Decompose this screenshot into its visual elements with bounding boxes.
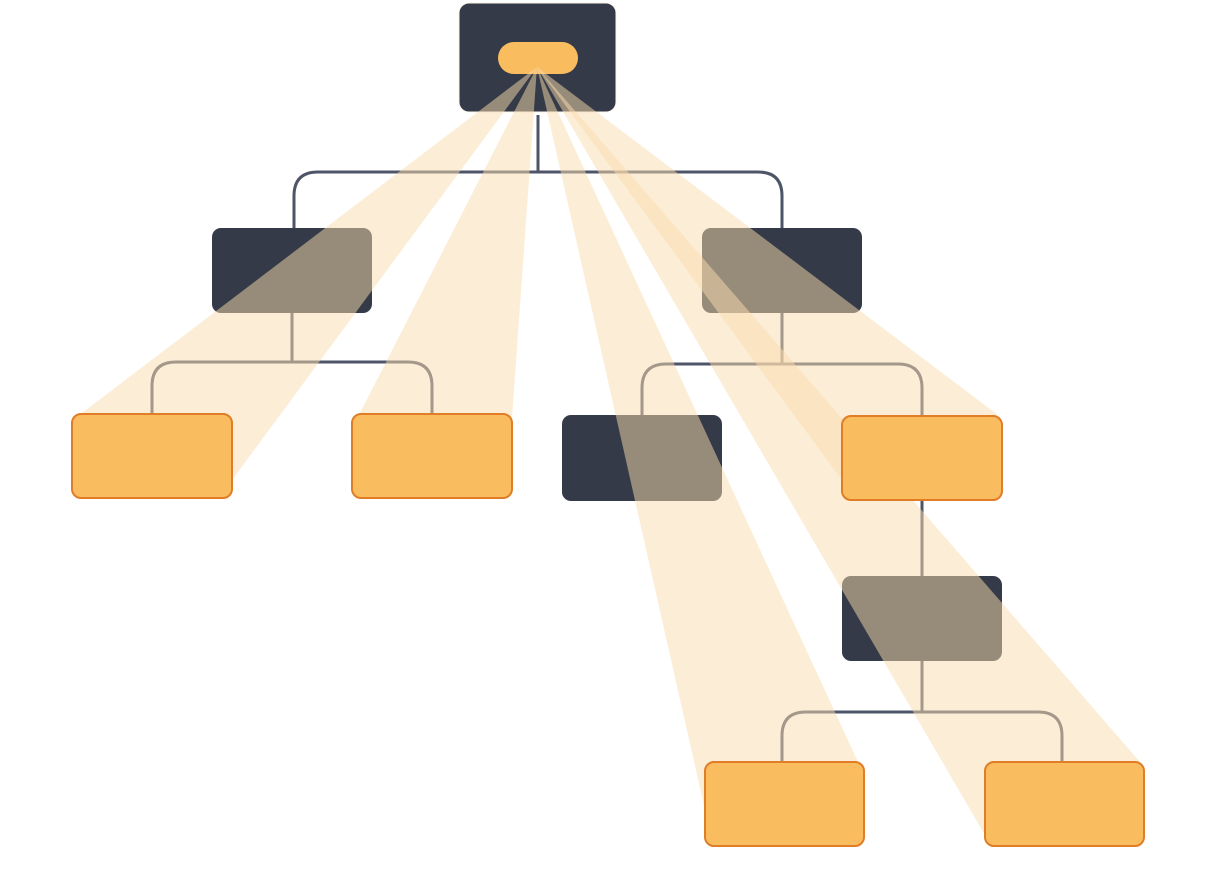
provider-badge xyxy=(498,42,578,74)
beam-a2 xyxy=(360,67,537,418)
consumer-node-a2 xyxy=(351,413,513,499)
connector-root xyxy=(292,115,784,228)
consumer-node-c1 xyxy=(704,761,865,847)
consumer-node-b2 xyxy=(841,415,1003,501)
consumer-node-a1 xyxy=(71,413,233,499)
beam-c1 xyxy=(537,67,858,810)
consumer-node-c2 xyxy=(984,761,1145,847)
beam-a1 xyxy=(82,67,537,480)
context-beams xyxy=(82,67,1140,835)
beam-b2 xyxy=(537,67,998,480)
consumer-nodes xyxy=(71,413,1145,847)
